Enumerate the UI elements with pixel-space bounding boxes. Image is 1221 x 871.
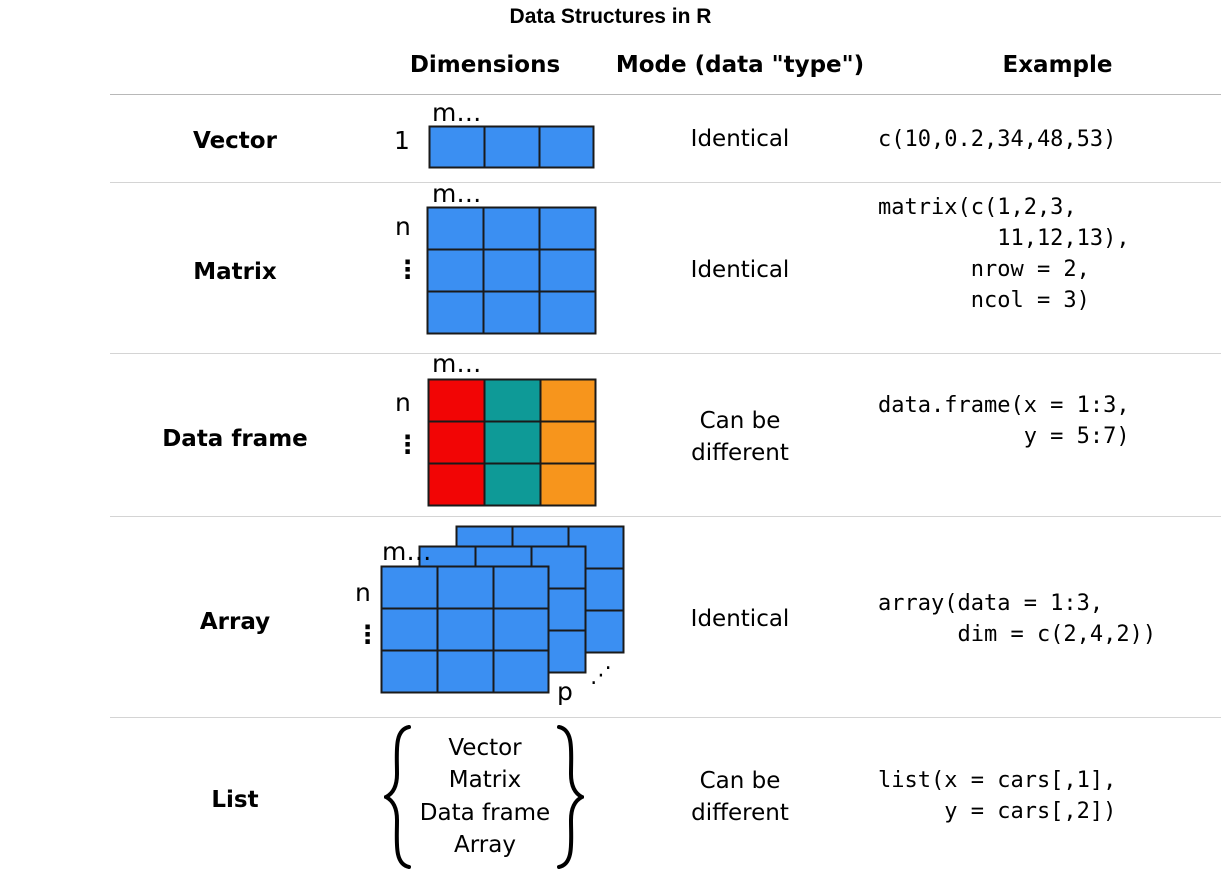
data-frame-grid (427, 378, 597, 507)
data-frame-column-dimension: m… (432, 349, 482, 378)
data-frame-cell (427, 378, 486, 423)
data-frame-cell (539, 378, 597, 423)
array-row-ellipsis: ⋮ (355, 620, 380, 649)
row-divider (110, 516, 1221, 517)
row-label-vector: Vector (193, 128, 277, 154)
matrix-cell (482, 206, 541, 251)
matrix-cell (426, 248, 485, 293)
mode-vector: Identical (690, 126, 790, 152)
page-title: Data Structures in R (509, 5, 712, 28)
mode-array: Identical (690, 606, 790, 632)
array-cell (436, 607, 495, 652)
data-frame-row-ellipsis: ⋮ (395, 430, 420, 459)
array-cell (492, 565, 550, 610)
matrix-column-dimension: m… (432, 179, 482, 208)
array-column-dimension: m… (382, 537, 432, 566)
matrix-row-ellipsis: ⋮ (395, 255, 420, 284)
list-item: Matrix (448, 767, 522, 793)
right-brace (557, 725, 584, 869)
array-cell (436, 565, 495, 610)
list-item: Vector (448, 735, 522, 761)
matrix-cell (482, 248, 541, 293)
vector-cell (538, 125, 595, 169)
matrix-cell (426, 206, 485, 251)
row-divider (110, 353, 1221, 354)
array-cell (492, 607, 550, 652)
matrix-cell (426, 290, 485, 335)
example-list: list(x = cars[,1], y = cars[,2]) (878, 768, 1117, 824)
matrix-grid (426, 206, 597, 335)
left-brace (384, 725, 411, 869)
mode-list: Can be different (691, 768, 789, 826)
example-vector: c(10,0.2,34,48,53) (878, 127, 1117, 152)
array-row-dimension: n (355, 578, 371, 607)
row-divider (110, 717, 1221, 718)
matrix-cell (538, 248, 597, 293)
data-frame-cell (483, 378, 542, 423)
mode-matrix: Identical (690, 257, 790, 283)
vector-row-dimension: 1 (394, 126, 410, 155)
header-mode: Mode (data "type") (615, 52, 865, 78)
example-array: array(data = 1:3, dim = c(2,4,2)) (878, 591, 1157, 647)
vector-cell (483, 125, 541, 169)
array-depth-ellipsis: ⋰ (590, 663, 612, 688)
header-dimensions: Dimensions (409, 52, 561, 78)
header-example: Example (1002, 52, 1113, 78)
data-frame-cell (483, 462, 542, 507)
data-frame-cell (539, 462, 597, 507)
array-cell (492, 649, 550, 694)
matrix-cell (482, 290, 541, 335)
row-label-data-frame: Data frame (162, 426, 308, 452)
matrix-row-dimension: n (395, 212, 411, 241)
vector-grid (428, 125, 595, 169)
data-frame-cell (539, 420, 597, 465)
array-cell (380, 607, 439, 652)
vector-column-dimension: m… (432, 98, 482, 127)
example-matrix: matrix(c(1,2,3, 11,12,13), nrow = 2, nco… (878, 195, 1130, 313)
row-label-array: Array (199, 609, 271, 635)
data-frame-row-dimension: n (395, 388, 411, 417)
mode-data-frame: Can be different (691, 408, 789, 466)
list-item: Array (454, 832, 516, 858)
vector-cell (428, 125, 486, 169)
array-depth-dimension: p (557, 677, 573, 706)
data-frame-cell (483, 420, 542, 465)
matrix-cell (538, 290, 597, 335)
array-grid (380, 525, 625, 694)
list-item: Data frame (419, 800, 551, 826)
example-data-frame: data.frame(x = 1:3, y = 5:7) (878, 393, 1130, 449)
data-frame-cell (427, 420, 486, 465)
matrix-cell (538, 206, 597, 251)
row-divider (110, 182, 1221, 183)
row-label-matrix: Matrix (193, 259, 277, 285)
array-cell (380, 649, 439, 694)
header-divider (110, 94, 1221, 95)
data-frame-cell (427, 462, 486, 507)
array-cell (436, 649, 495, 694)
row-label-list: List (211, 787, 259, 813)
array-cell (380, 565, 439, 610)
